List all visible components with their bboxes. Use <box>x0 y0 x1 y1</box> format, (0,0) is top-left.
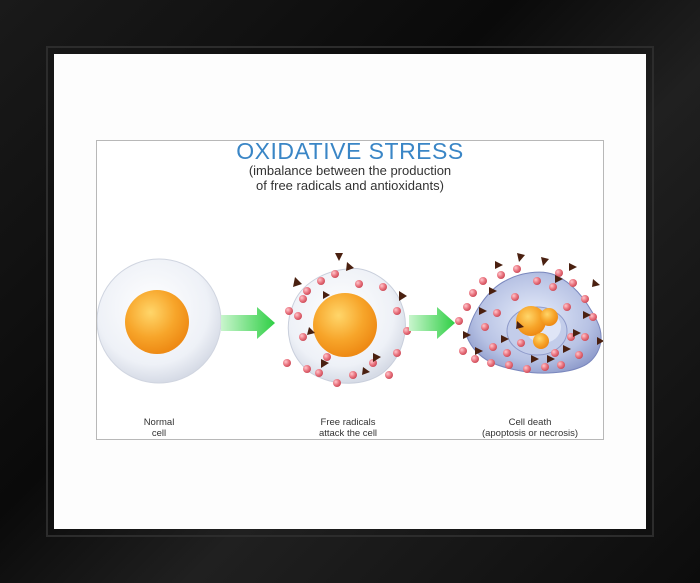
mat-board: OXIDATIVE STRESS (imbalance between the … <box>54 54 646 529</box>
artwork: OXIDATIVE STRESS (imbalance between the … <box>96 140 604 440</box>
caption-line-2: attack the cell <box>318 428 378 439</box>
caption-line-1: Cell death <box>508 417 552 428</box>
free-radical-balls-stage2 <box>283 270 411 387</box>
subtitle-line-2: of free radicals and antioxidants) <box>256 178 444 193</box>
subtitle-line-1: (imbalance between the production <box>248 163 452 178</box>
frame-inner-edge <box>46 46 654 537</box>
diagram-illustration <box>97 253 603 387</box>
free-radical-triangles-stage3 <box>463 253 603 363</box>
caption-line-1: Free radicals <box>320 417 376 428</box>
caption-line-2: cell <box>151 428 167 439</box>
diagram-title: OXIDATIVE STRESS <box>236 140 464 164</box>
free-radical-triangles-stage2 <box>293 253 407 375</box>
caption-line-1: Normal <box>143 417 175 428</box>
caption-line-2: (apoptosis or necrosis) <box>481 428 579 439</box>
arrow-right-icon <box>409 307 455 339</box>
arrow-right-icon <box>221 307 275 339</box>
caption-free-radicals: Free radicals attack the cell <box>293 417 403 439</box>
free-radical-balls-stage3 <box>455 265 597 373</box>
caption-cell-death: Cell death (apoptosis or necrosis) <box>465 417 595 439</box>
normal-cell-icon <box>97 258 222 384</box>
caption-normal-cell: Normal cell <box>119 417 199 439</box>
diagram-subtitle: (imbalance between the production of fre… <box>97 163 603 193</box>
